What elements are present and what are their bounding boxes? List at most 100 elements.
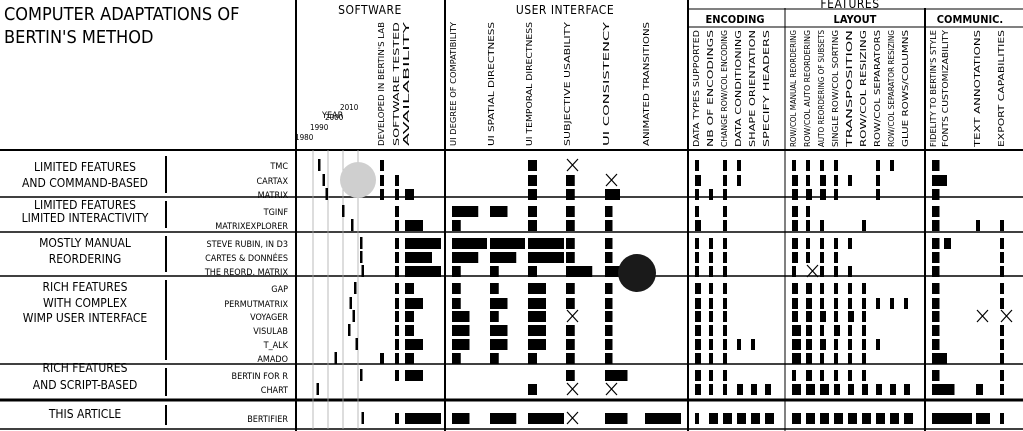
value-bar	[395, 370, 399, 381]
value-bar	[1000, 266, 1004, 277]
column-label: TRANSPOSITION	[845, 30, 854, 149]
column-label: ROW/COL MANUAL REORDERING	[789, 30, 798, 147]
value-bar	[405, 413, 441, 424]
subsection-header: ENCODING	[705, 13, 764, 26]
value-bar	[528, 175, 537, 186]
value-bar	[452, 325, 470, 336]
value-bar	[792, 339, 801, 350]
value-bar	[834, 175, 838, 186]
value-bar	[528, 413, 564, 424]
value-bar	[452, 252, 479, 263]
value-bar	[605, 413, 628, 424]
value-bar	[820, 353, 824, 364]
cross-mark	[806, 264, 819, 278]
value-bar	[490, 298, 508, 309]
value-bar	[806, 311, 812, 322]
value-bar	[834, 339, 838, 350]
value-bar	[932, 384, 955, 395]
value-bar	[976, 220, 980, 231]
section-header: FEATURES	[820, 0, 879, 11]
value-bar	[723, 266, 727, 277]
value-bar	[820, 370, 824, 381]
value-bar	[723, 298, 727, 309]
value-bar	[709, 238, 713, 249]
highlight-circle	[340, 162, 376, 198]
column-label: ROW/COL SEPARATORS	[873, 29, 882, 147]
value-bar	[566, 266, 593, 277]
group-label: RICH FEATURES	[43, 280, 128, 294]
value-bar	[1000, 384, 1004, 395]
row-label: THE REORD. MATRIX	[204, 268, 289, 278]
year-mark	[360, 251, 363, 263]
value-bar	[528, 266, 537, 277]
value-bar	[452, 283, 461, 294]
column-label: UI SPATIAL DIRECTNESS	[487, 21, 496, 146]
value-bar	[1000, 325, 1004, 336]
value-bar	[452, 206, 479, 217]
value-bar	[890, 413, 899, 424]
column-label: UI DEGREE OF COMPATIBILITY	[449, 21, 458, 146]
value-bar	[876, 175, 880, 186]
value-bar	[380, 160, 384, 171]
cross-mark	[566, 158, 579, 172]
value-bar	[695, 220, 701, 231]
value-bar	[834, 160, 838, 171]
value-bar	[528, 189, 537, 200]
value-bar	[452, 339, 470, 350]
value-bar	[566, 283, 575, 294]
value-bar	[695, 189, 699, 200]
value-bar	[528, 353, 537, 364]
value-bar	[806, 175, 810, 186]
value-bar	[405, 298, 423, 309]
value-bar	[792, 283, 798, 294]
value-bar	[695, 339, 701, 350]
value-bar	[605, 370, 628, 381]
value-bar	[695, 311, 701, 322]
value-bar	[792, 325, 801, 336]
value-bar	[723, 353, 727, 364]
value-bar	[976, 413, 990, 424]
value-bar	[848, 325, 852, 336]
year-tick-label: 2010	[340, 103, 359, 112]
value-bar	[876, 160, 880, 171]
value-bar	[848, 238, 852, 249]
value-bar	[862, 370, 866, 381]
value-bar	[806, 298, 812, 309]
value-bar	[695, 384, 701, 395]
group-label: REORDERING	[49, 252, 122, 266]
value-bar	[820, 266, 824, 277]
value-bar	[848, 311, 854, 322]
row-label: CARTES & DONNÉES	[205, 252, 288, 264]
value-bar	[834, 311, 838, 322]
value-bar	[566, 339, 575, 350]
value-bar	[765, 384, 771, 395]
value-bar	[490, 238, 525, 249]
value-bar	[395, 238, 399, 249]
value-bar	[709, 384, 713, 395]
value-bar	[806, 238, 810, 249]
value-bar	[792, 413, 801, 424]
value-bar	[1000, 252, 1004, 263]
value-bar	[566, 206, 575, 217]
value-bar	[695, 353, 701, 364]
value-bar	[834, 238, 838, 249]
value-bar	[528, 252, 564, 263]
value-bar	[1000, 298, 1004, 309]
value-bar	[932, 370, 940, 381]
value-bar	[751, 413, 760, 424]
value-bar	[820, 252, 824, 263]
value-bar	[405, 252, 432, 263]
value-bar	[452, 298, 461, 309]
value-bar	[528, 325, 546, 336]
year-mark	[325, 188, 328, 200]
value-bar	[723, 220, 727, 231]
value-bar	[876, 384, 882, 395]
value-bar	[395, 413, 399, 424]
value-bar	[695, 298, 701, 309]
value-bar	[490, 206, 508, 217]
value-bar	[834, 384, 840, 395]
row-label: TGINF	[263, 208, 289, 218]
value-bar	[932, 252, 940, 263]
group-label: RICH FEATURES	[43, 361, 128, 375]
